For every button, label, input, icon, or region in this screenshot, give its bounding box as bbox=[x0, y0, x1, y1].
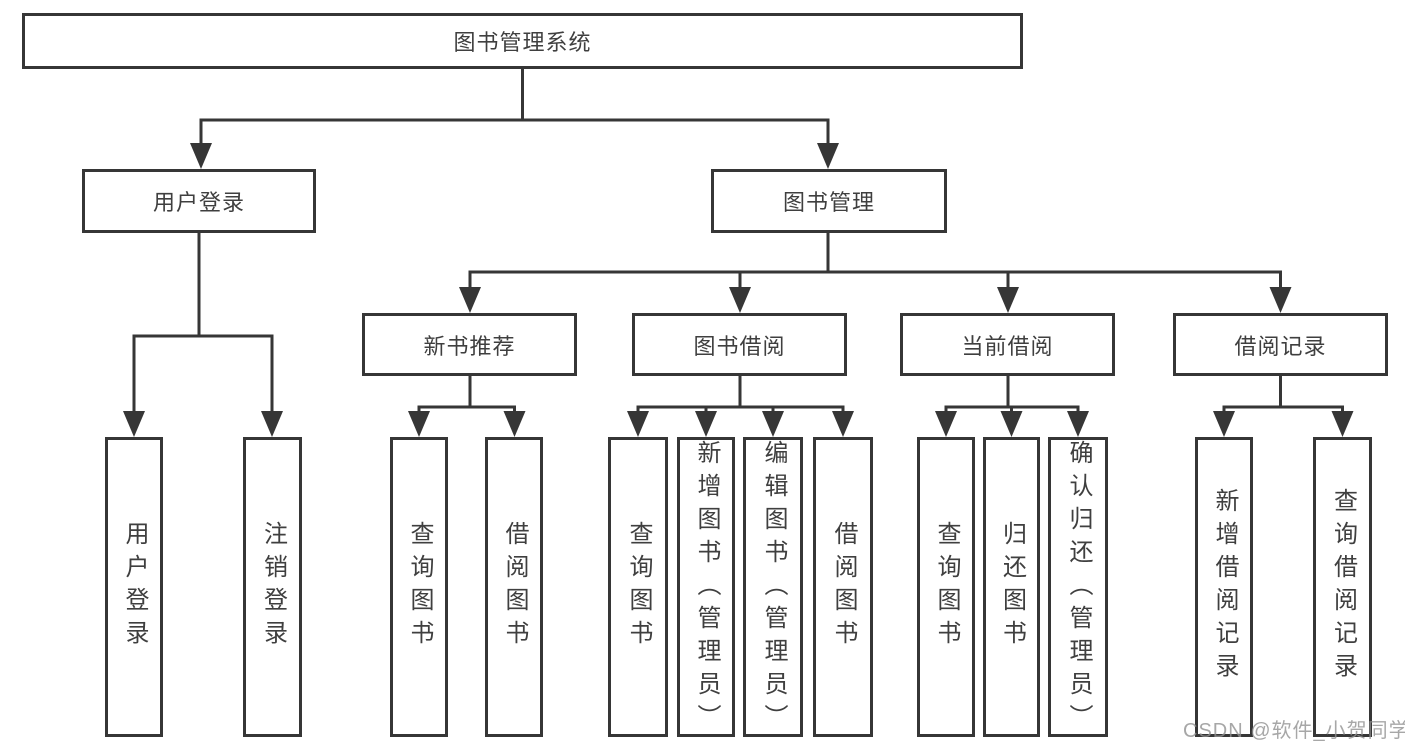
leaf-search-books-borrow: 查询图书 bbox=[608, 437, 668, 737]
leaf-label: 查询图书 bbox=[933, 521, 960, 653]
leaf-label: 借阅图书 bbox=[501, 521, 528, 653]
node-library-management-system: 图书管理系统 bbox=[22, 13, 1023, 69]
node-borrowing-records: 借阅记录 bbox=[1173, 313, 1388, 376]
node-label: 借阅记录 bbox=[1234, 333, 1327, 359]
node-user-login: 用户登录 bbox=[82, 169, 316, 233]
leaf-add-borrow-record: 新增借阅记录 bbox=[1195, 437, 1253, 737]
edge-book-borrow-to-leaves bbox=[636, 375, 845, 414]
leaf-label: 归还图书 bbox=[998, 521, 1026, 653]
leaf-label: 查询图书 bbox=[406, 521, 433, 653]
node-label: 当前借阅 bbox=[961, 333, 1054, 359]
leaf-confirm-return-admin: 确认归还（管理员） bbox=[1048, 437, 1108, 737]
leaf-label: 查询图书 bbox=[625, 521, 652, 653]
edge-book-mgmt-to-level3 bbox=[468, 232, 1282, 291]
leaf-logout: 注销登录 bbox=[243, 437, 302, 737]
leaf-label: 用户登录 bbox=[121, 521, 148, 653]
leaf-label: 新增图书（管理员） bbox=[693, 440, 720, 737]
leaf-borrow-books: 借阅图书 bbox=[813, 437, 873, 737]
edge-borrow-records-to-leaves bbox=[1222, 375, 1344, 414]
node-label: 图书管理 bbox=[782, 190, 875, 215]
leaf-label: 编辑图书（管理员） bbox=[760, 440, 787, 737]
arrowheads bbox=[123, 143, 1354, 437]
edge-user-login-to-leaves bbox=[132, 232, 274, 414]
node-label: 用户登录 bbox=[152, 190, 245, 215]
node-label: 新书推荐 bbox=[423, 333, 516, 359]
leaf-return-books: 归还图书 bbox=[983, 437, 1040, 737]
node-label: 图书管理系统 bbox=[453, 30, 592, 55]
node-book-borrowing: 图书借阅 bbox=[632, 313, 847, 376]
watermark: CSDN @软件_小贺同学 bbox=[1183, 720, 1405, 742]
leaf-label: 借阅图书 bbox=[830, 521, 857, 653]
node-current-borrowing: 当前借阅 bbox=[900, 313, 1115, 376]
leaf-edit-books-admin: 编辑图书（管理员） bbox=[743, 437, 803, 737]
node-new-book-recommend: 新书推荐 bbox=[362, 313, 577, 376]
leaf-search-borrow-record: 查询借阅记录 bbox=[1313, 437, 1372, 737]
leaf-label: 新增借阅记录 bbox=[1211, 488, 1238, 686]
leaf-user-login: 用户登录 bbox=[105, 437, 163, 737]
leaf-borrow-books-recommend: 借阅图书 bbox=[485, 437, 543, 737]
leaf-search-books-current: 查询图书 bbox=[917, 437, 975, 737]
leaf-label: 确认归还（管理员） bbox=[1065, 440, 1092, 737]
node-label: 图书借阅 bbox=[693, 333, 786, 359]
edge-new-book-to-leaves bbox=[417, 375, 516, 414]
leaf-label: 查询借阅记录 bbox=[1329, 488, 1357, 686]
leaf-add-books-admin: 新增图书（管理员） bbox=[677, 437, 735, 737]
edge-root-to-level2 bbox=[199, 68, 830, 146]
leaf-label: 注销登录 bbox=[259, 521, 287, 653]
leaf-search-books-recommend: 查询图书 bbox=[390, 437, 448, 737]
edge-current-borrow-to-leaves bbox=[944, 375, 1080, 414]
node-book-management: 图书管理 bbox=[711, 169, 947, 233]
